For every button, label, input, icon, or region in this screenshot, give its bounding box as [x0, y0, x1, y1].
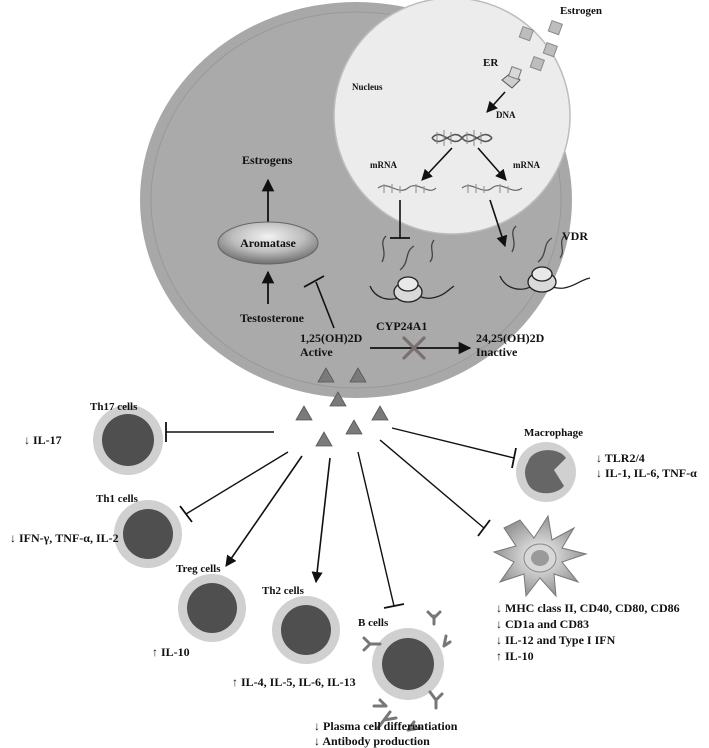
treg-effect: ↑ IL-10: [152, 645, 190, 659]
er-label: ER: [483, 57, 499, 69]
th17-name: Th17 cells: [90, 401, 138, 413]
aromatase-enzyme: [217, 221, 319, 265]
bcell-effect-2: ↓ Antibody production: [314, 734, 430, 748]
mrna-right-to-vdr-arrow: [489, 199, 508, 248]
mrna-left-strand: [377, 184, 437, 193]
th1-name: Th1 cells: [96, 493, 139, 505]
estrogen-molecules: [518, 19, 563, 72]
er-to-dna-arrow: [486, 91, 506, 113]
th2-effect: ↑ IL-4, IL-5, IL-6, IL-13: [232, 675, 356, 689]
inactive-vitd-label: 24,25(OH)2D: [476, 331, 545, 345]
dendritic-effect-2: ↓ CD1a and CD83: [496, 617, 589, 631]
mrna-right-strand: [461, 184, 523, 193]
dna-to-mrna-left-arrow: [421, 147, 453, 181]
vitamin-d-triangles: [295, 367, 389, 447]
cyp24a1-label: CYP24A1: [376, 319, 427, 333]
active-vitd-label: 1,25(OH)2D: [300, 331, 363, 345]
macrophage-effect-1: ↓ TLR2/4: [596, 451, 645, 465]
dendritic-effect-1: ↓ MHC class II, CD40, CD80, CD86: [496, 601, 680, 615]
nucleus: [333, 0, 571, 235]
dna-label: DNA: [496, 110, 516, 120]
macrophage-inhibit-line: [391, 427, 515, 459]
estrogens-label: Estrogens: [242, 153, 293, 167]
macrophage-name: Macrophage: [524, 427, 583, 439]
block-x-icon: [402, 336, 426, 360]
vitd-inhibit-aromatase-line: [315, 281, 335, 329]
estrogen-label: Estrogen: [560, 5, 602, 17]
ribosome-vdr: [499, 225, 591, 293]
active-vitd-state: Active: [300, 345, 333, 359]
dna-helix: [431, 130, 493, 146]
testosterone-label: Testosterone: [240, 311, 305, 325]
bcell-nucleus: [382, 638, 434, 690]
er-receptor: [501, 65, 523, 89]
th17-nucleus: [102, 414, 154, 466]
bcell-inhibit-line: [357, 451, 395, 607]
th1-effect: ↓ IFN-γ, TNF-α, IL-2: [10, 531, 119, 545]
vitd-inhibit-aromatase-bar: [303, 275, 325, 288]
bcell-inhibit-bar: [383, 603, 405, 609]
dendritic-inhibit-bar: [477, 519, 491, 537]
th2-activate-arrow: [311, 457, 331, 584]
dendritic-effect-4: ↑ IL-10: [496, 649, 534, 663]
th2-name: Th2 cells: [262, 585, 305, 597]
bcell-effect-1: ↓ Plasma cell differentiation: [314, 719, 458, 733]
dendritic-inhibit-line: [379, 439, 485, 529]
dendritic-effect-3: ↓ IL-12 and Type I IFN: [496, 633, 616, 647]
aromatase-label: Aromatase: [240, 236, 296, 250]
ribosome-cyp24a1: [369, 235, 455, 303]
th1-inhibit-line: [185, 451, 289, 515]
vdr-label: VDR: [562, 229, 588, 243]
treg-name: Treg cells: [176, 563, 221, 575]
mrna-right-label: mRNA: [513, 160, 540, 170]
th17-effect: ↓ IL-17: [24, 433, 62, 447]
th1-nucleus: [123, 509, 173, 559]
macrophage-nucleus: [525, 450, 566, 494]
inactive-vitd-state: Inactive: [476, 345, 518, 359]
th1-inhibit-bar: [179, 505, 193, 523]
dna-to-mrna-right-arrow: [477, 147, 507, 181]
th2-nucleus: [281, 605, 331, 655]
treg-nucleus: [187, 583, 237, 633]
macrophage-inhibit-bar: [511, 447, 517, 469]
nucleus-label: Nucleus: [352, 82, 383, 92]
macrophage-effect-2: ↓ IL-1, IL-6, TNF-α: [596, 466, 697, 480]
bcell-name: B cells: [358, 617, 389, 629]
treg-activate-arrow: [225, 455, 303, 567]
mrna-left-label: mRNA: [370, 160, 397, 170]
dendritic-cell: [492, 514, 588, 598]
antibody-icons: [362, 610, 452, 732]
